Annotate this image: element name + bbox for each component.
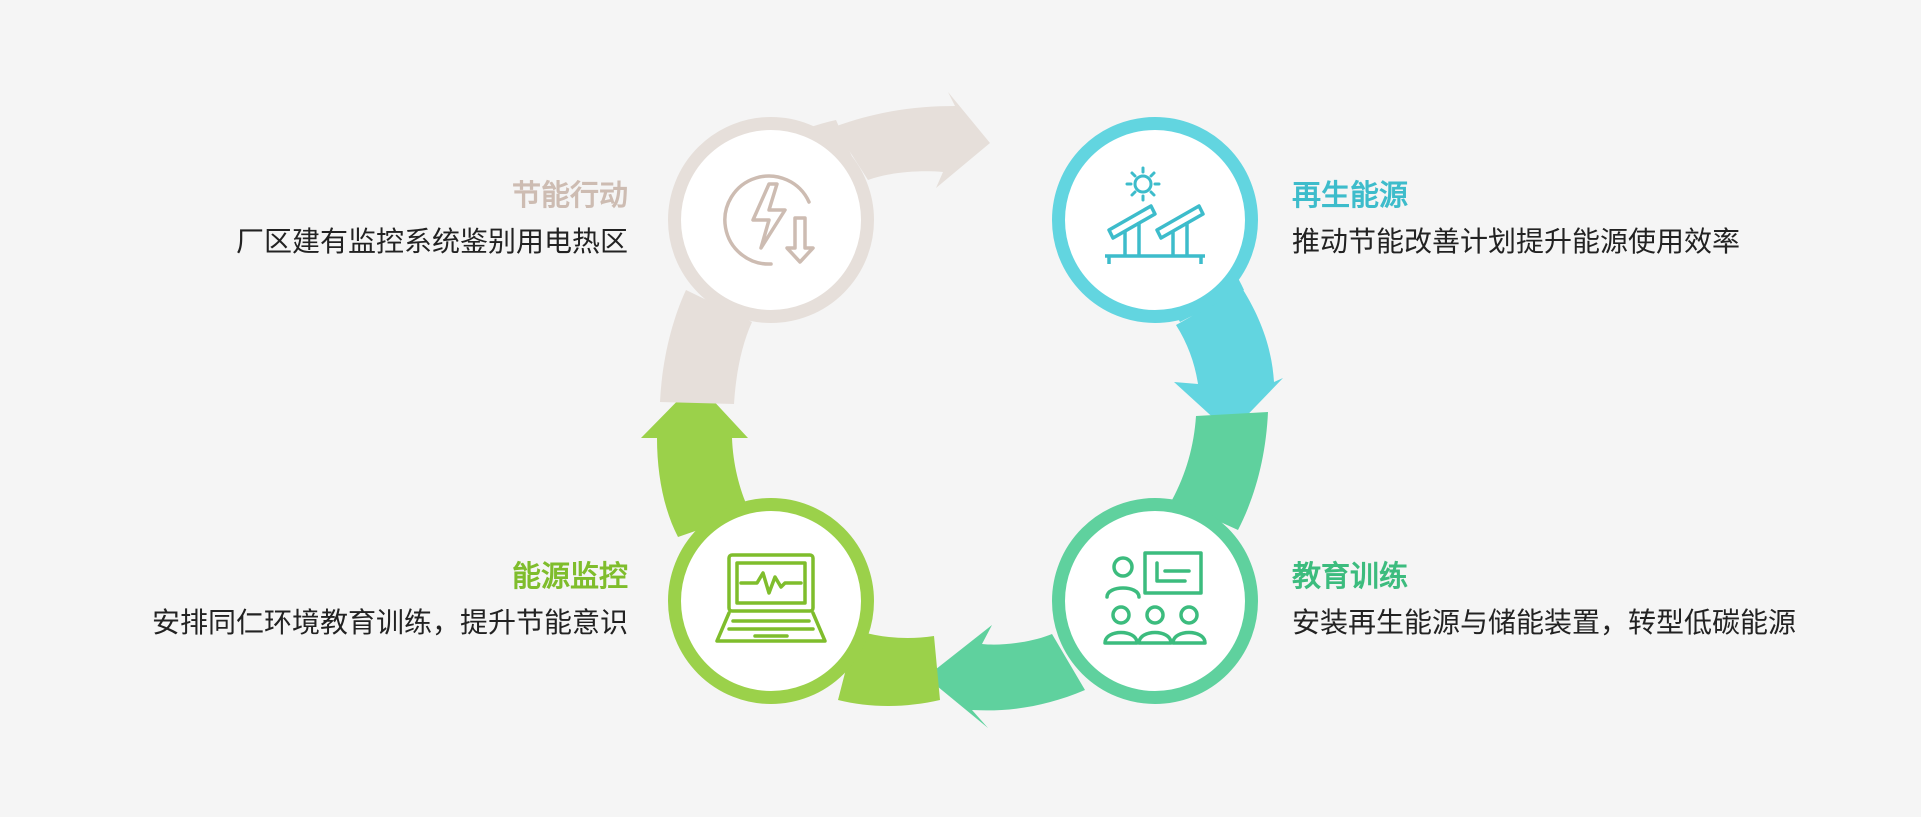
desc-education: 安装再生能源与储能装置，转型低碳能源 bbox=[1292, 606, 1797, 639]
desc-energy-saving: 厂区建有监控系统鉴别用电热区 bbox=[235, 225, 628, 258]
arrow-energy-saving-to-renewable bbox=[834, 92, 990, 188]
label-education: 教育训练 安装再生能源与储能装置，转型低碳能源 bbox=[1292, 557, 1892, 642]
desc-monitoring: 安排同仁环境教育训练，提升节能意识 bbox=[151, 606, 628, 639]
laptop-monitor-icon bbox=[715, 553, 827, 643]
arrow-monitoring-to-energy-saving bbox=[641, 382, 750, 537]
arrow-right-lower bbox=[1172, 412, 1268, 530]
title-renewable: 再生能源 bbox=[1292, 178, 1409, 212]
arrow-renewable-to-education bbox=[1174, 288, 1283, 433]
node-renewable bbox=[1052, 117, 1258, 323]
arrow-education-to-monitoring bbox=[926, 625, 1085, 728]
arrow-energy-saving-tail bbox=[660, 290, 752, 404]
title-energy-saving: 节能行动 bbox=[511, 178, 628, 212]
node-education bbox=[1052, 498, 1258, 704]
label-monitoring: 能源监控 安排同仁环境教育训练，提升节能意识 bbox=[60, 557, 628, 642]
lightning-recycle-icon bbox=[723, 174, 815, 266]
node-energy-saving bbox=[668, 117, 874, 323]
title-education: 教育训练 bbox=[1292, 559, 1409, 593]
solar-panel-icon bbox=[1105, 166, 1205, 264]
title-monitoring: 能源监控 bbox=[511, 559, 628, 593]
arrow-bottom-left bbox=[838, 630, 940, 706]
node-monitoring bbox=[668, 498, 874, 704]
desc-renewable: 推动节能改善计划提升能源使用效率 bbox=[1292, 225, 1741, 258]
label-renewable: 再生能源 推动节能改善计划提升能源使用效率 bbox=[1292, 176, 1812, 261]
label-energy-saving: 节能行动 厂区建有监控系统鉴别用电热区 bbox=[180, 176, 628, 261]
classroom-icon bbox=[1103, 551, 1207, 645]
